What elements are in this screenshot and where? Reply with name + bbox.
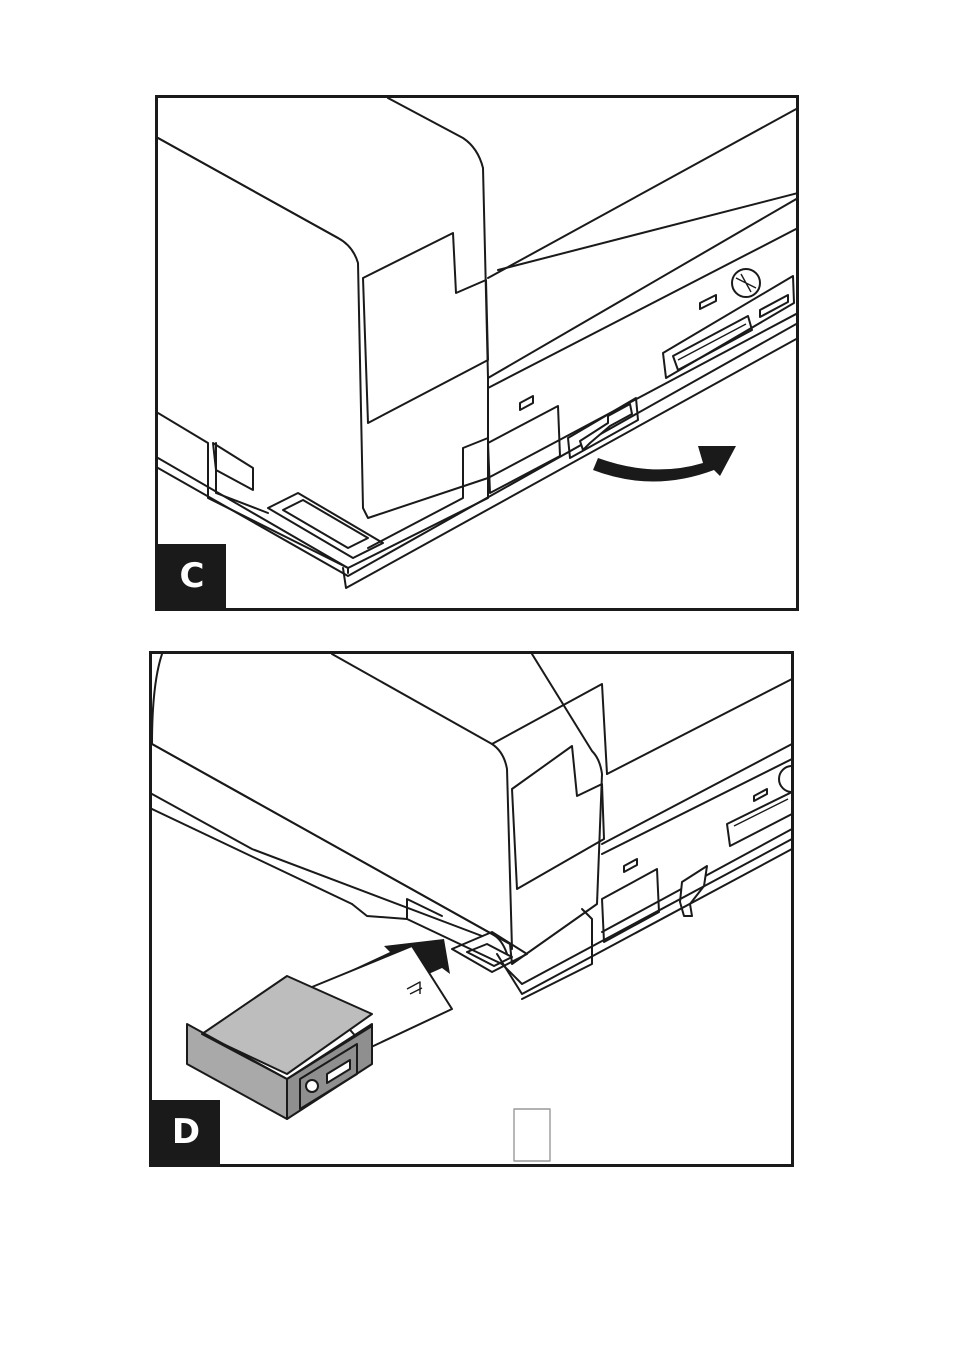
rotate-arrow — [593, 446, 736, 482]
panel-c-illustration — [158, 98, 799, 611]
hood-top-edge — [158, 138, 338, 238]
access-door — [488, 406, 560, 493]
panel-label-d: D — [152, 1100, 220, 1164]
panel-d-illustration — [152, 654, 794, 1167]
printer-body-mid — [498, 193, 798, 270]
panel-d: D — [149, 651, 794, 1167]
knob — [779, 766, 794, 792]
hood-window — [363, 233, 488, 423]
panel-c: C — [155, 95, 799, 611]
hood-window — [512, 746, 604, 889]
module-connector — [306, 1080, 318, 1092]
module-slot — [213, 443, 253, 490]
connector-panel — [727, 792, 792, 846]
printer-body-low — [488, 198, 798, 378]
printer-body-bottom — [488, 313, 798, 478]
panel-label-c: C — [158, 544, 226, 608]
blank-mark — [514, 1109, 550, 1161]
